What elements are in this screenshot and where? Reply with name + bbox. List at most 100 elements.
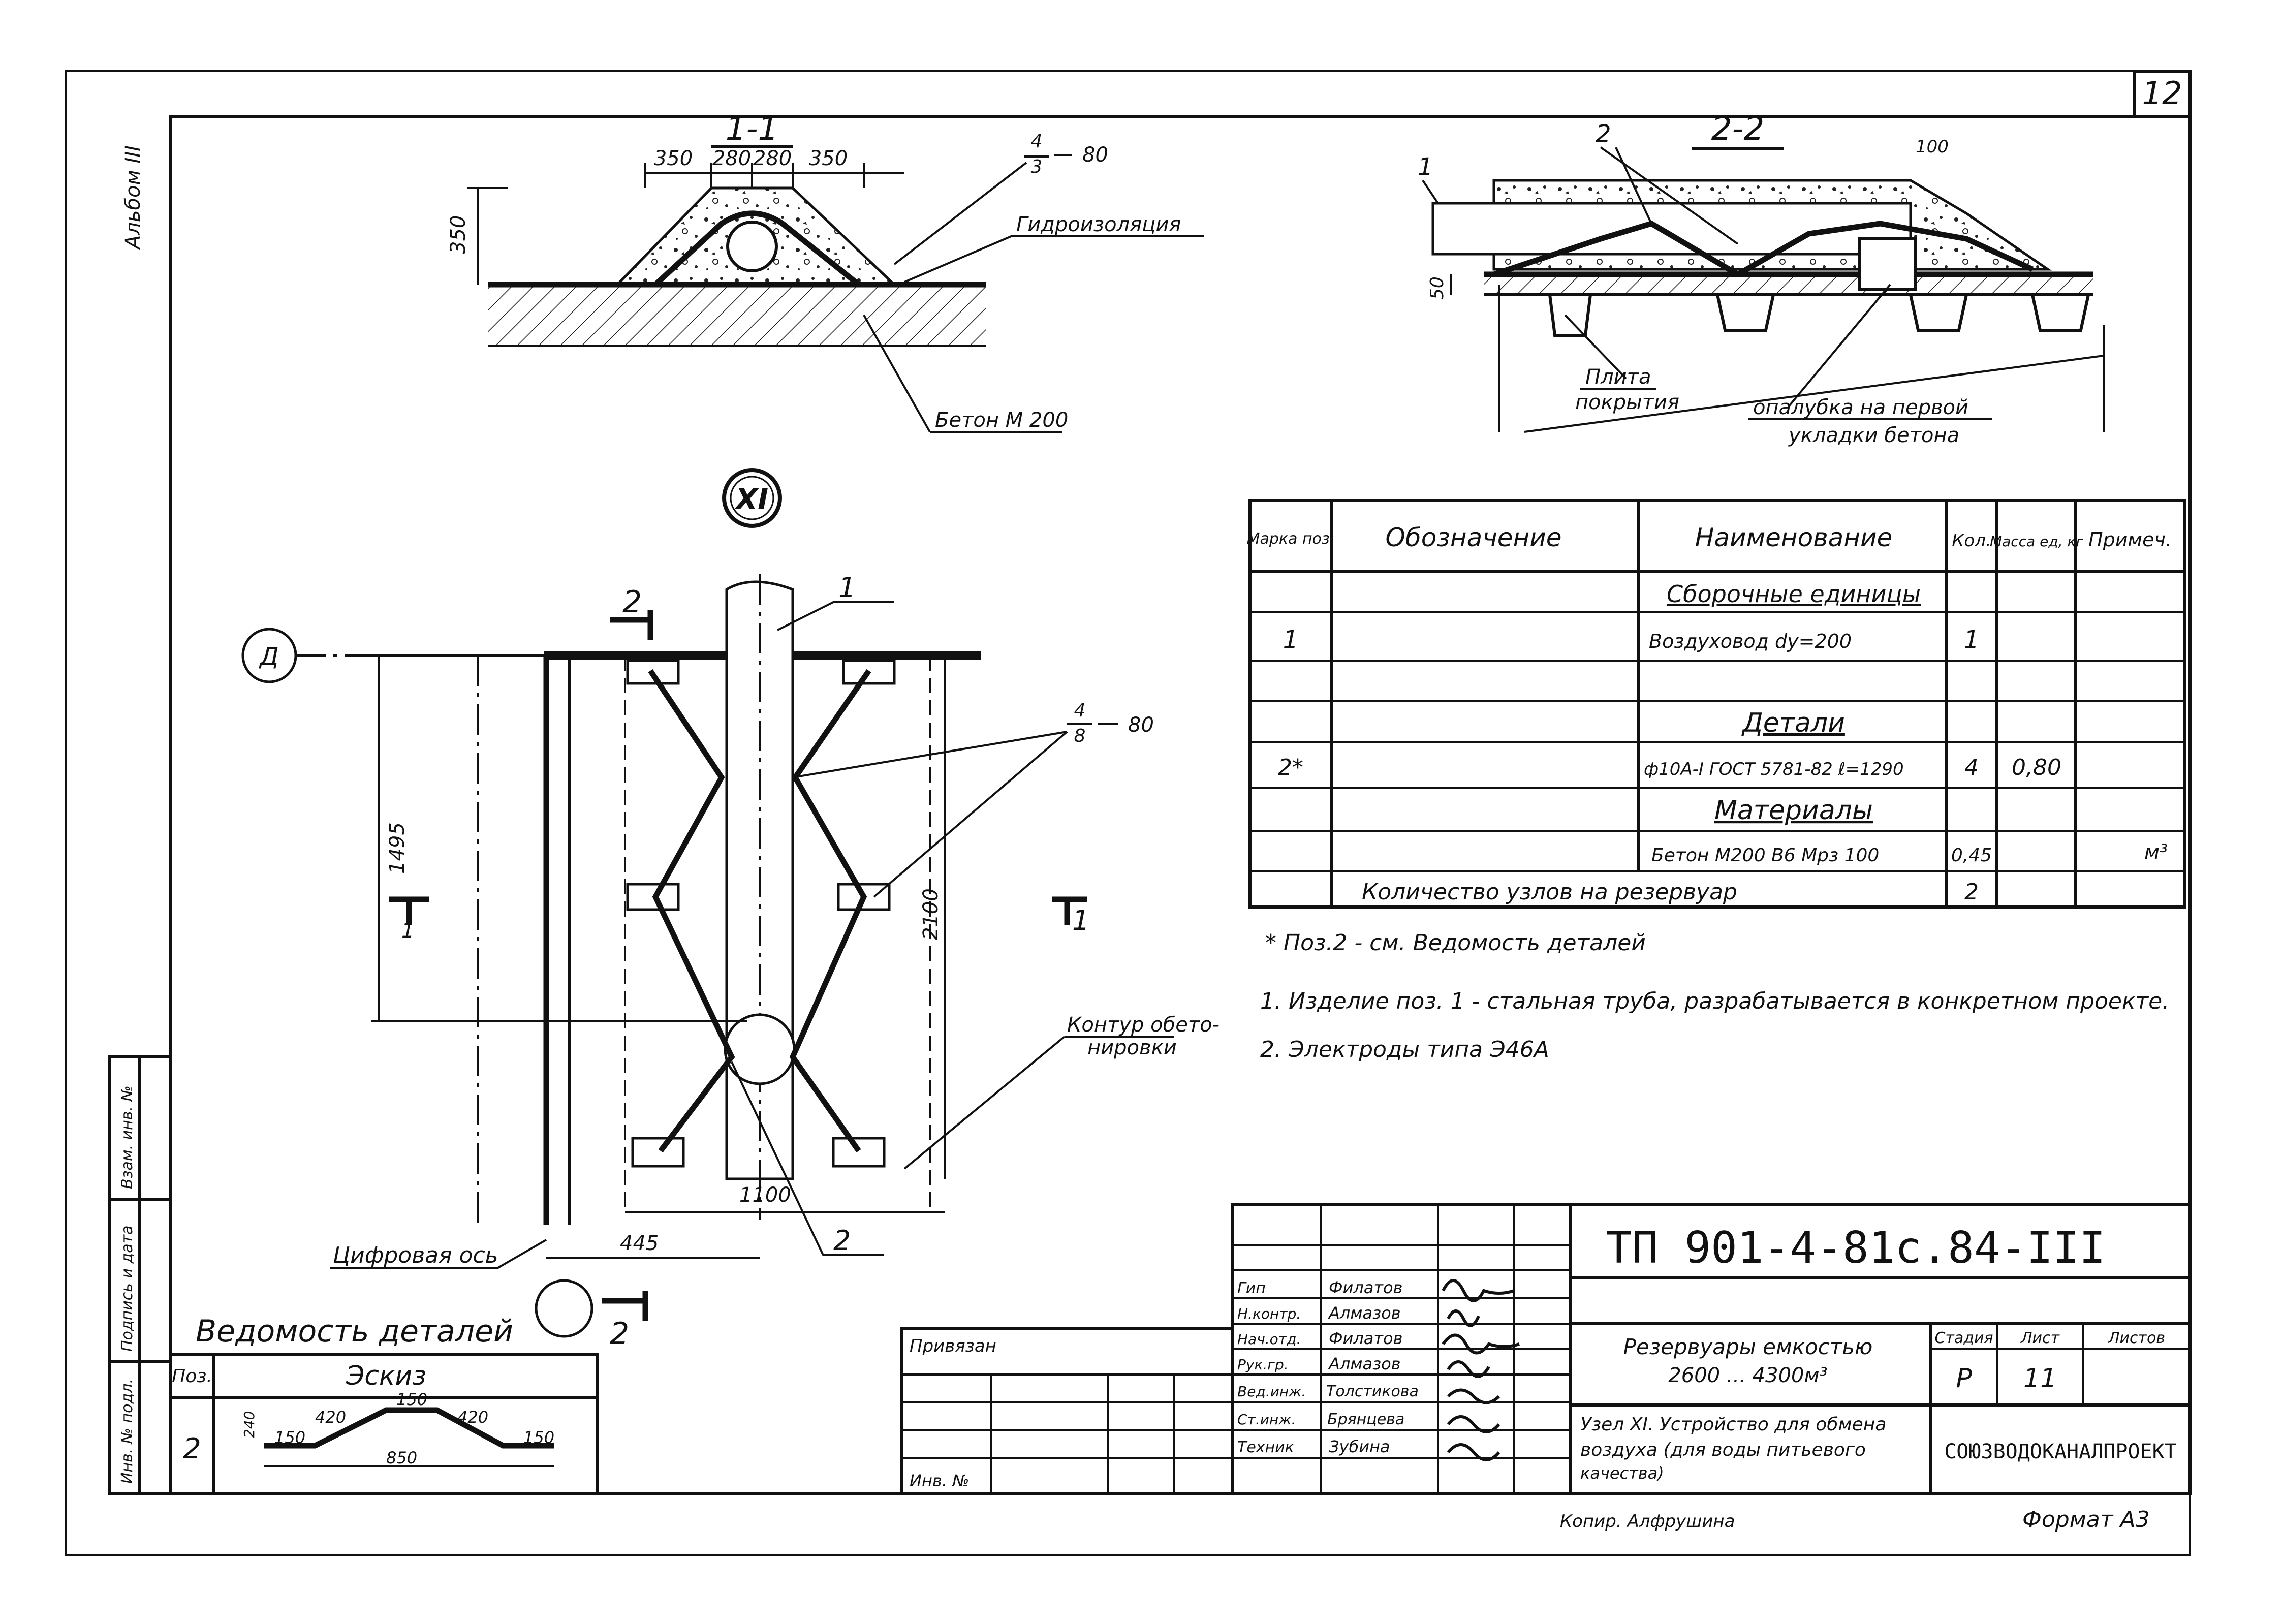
det-dim-150a: 150 <box>274 1428 305 1447</box>
dim-280-a: 280 <box>712 147 751 170</box>
dim-350-b: 350 <box>809 147 848 170</box>
name-6: Зубина <box>1329 1437 1390 1456</box>
label-contour-1: Контур обето- <box>1067 1013 1219 1037</box>
hdr-qty: Кол. <box>1952 530 1991 551</box>
plan-node-xi: XI Д 2 2 1 <box>241 468 1219 1352</box>
stamp-code: ТП 901-4-81с.84-III <box>1606 1223 2106 1273</box>
cut-2-top: 2 <box>622 584 642 620</box>
plan-weld-len: 80 <box>1128 713 1154 737</box>
row-heading-materials: Материалы <box>1714 795 1873 826</box>
label-slab-1: Плита <box>1585 365 1651 389</box>
row1-qty: 1 <box>1964 626 1980 654</box>
title-block: Привязан Инв. № Гип Филатов Н.контр. Алм… <box>900 1203 2192 1495</box>
hdr-note: Примеч. <box>2088 528 2172 551</box>
stamp-sheets-label: Листов <box>2108 1329 2165 1347</box>
weld-num-1: 4 <box>1031 131 1043 152</box>
plan-weld-num: 4 <box>1074 700 1086 721</box>
stamp-privyazan: Привязан <box>910 1336 996 1356</box>
label-slab-2: покрытия <box>1575 391 1679 414</box>
row-heading-assembly: Сборочные единицы <box>1667 580 1921 608</box>
stamp-sheet-no: 11 <box>2023 1363 2057 1394</box>
cut-1-right: 1 <box>1072 904 1089 936</box>
det-dim-240: 240 <box>241 1411 258 1438</box>
row1-name: Воздуховод dy=200 <box>1649 630 1852 652</box>
sheet-number: 12 <box>2142 75 2182 112</box>
stamp-stage-label: Стадия <box>1934 1329 1993 1347</box>
section-2-2: 2-2 2 1 100 50 Плита покрытия оп <box>1418 110 2105 447</box>
sheet-number-box <box>2133 70 2192 118</box>
album-label: Альбом III <box>121 145 145 251</box>
role-4: Вед.инж. <box>1237 1383 1306 1400</box>
section-1-1-title: 1-1 <box>726 110 779 148</box>
det-dim-150b: 150 <box>396 1390 427 1409</box>
row6-note: м³ <box>2144 840 2168 864</box>
stamp-title-2: 2600 ... 4300м³ <box>1668 1364 1827 1387</box>
dim-100: 100 <box>1916 137 1949 157</box>
name-0: Филатов <box>1329 1278 1402 1297</box>
format-label: Формат А3 <box>2022 1507 2150 1533</box>
details-row-pos: 2 <box>183 1432 201 1465</box>
row6-name: Бетон М200 В6 Мрз 100 <box>1651 845 1879 866</box>
weld-den-1: 3 <box>1031 157 1043 177</box>
stamp-subtitle-3: качества) <box>1580 1463 1664 1483</box>
det-dim-850: 850 <box>386 1448 417 1467</box>
stamp-stage: Р <box>1956 1363 1972 1394</box>
role-3: Рук.гр. <box>1237 1356 1289 1373</box>
side-label-1: Инв. № подл. <box>118 1379 136 1484</box>
section-2-2-title: 2-2 <box>1711 110 1765 148</box>
role-6: Техник <box>1237 1439 1294 1456</box>
label-contour-2: нировки <box>1087 1036 1177 1059</box>
dim-350-a: 350 <box>654 147 693 170</box>
role-1: Н.контр. <box>1237 1305 1301 1322</box>
plan-weld-den: 8 <box>1074 726 1086 746</box>
row4-qty: 4 <box>1964 755 1979 780</box>
label-waterproofing: Гидроизоляция <box>1016 213 1181 236</box>
copied-by: Копир. Алфрушина <box>1560 1511 1735 1532</box>
name-5: Брянцева <box>1327 1411 1404 1428</box>
dim-1495: 1495 <box>386 822 409 874</box>
stamp-inv-no: Инв. № <box>910 1471 969 1490</box>
weld-len-1: 80 <box>1082 143 1108 167</box>
details-col-pos: Поз. <box>172 1366 212 1387</box>
stamp-sheet-label: Лист <box>2020 1329 2060 1347</box>
section-2-2-pos-1: 1 <box>1418 153 1433 181</box>
note-2: 2. Электроды типа Э46А <box>1260 1037 1549 1063</box>
hdr-designation: Обозначение <box>1386 523 1562 552</box>
dim-280-b: 280 <box>753 147 792 170</box>
cut-1-left: 1 <box>401 919 414 943</box>
name-4: Толстикова <box>1326 1383 1419 1400</box>
node-mark: XI <box>734 483 768 516</box>
footnote: * Поз.2 - см. Ведомость деталей <box>1265 930 1646 956</box>
label-digital-axis: Цифровая ось <box>333 1242 498 1268</box>
cut-2-bottom: 2 <box>610 1316 629 1352</box>
signatures <box>1442 1279 1520 1461</box>
role-2: Нач.отд. <box>1237 1331 1301 1348</box>
dim-445: 445 <box>620 1232 659 1255</box>
dim-1100: 1100 <box>739 1183 791 1207</box>
notes: * Поз.2 - см. Ведомость деталей 1. Издел… <box>1260 930 2169 1063</box>
summary-qty: 2 <box>1964 879 1979 905</box>
det-dim-150c: 150 <box>523 1428 554 1447</box>
section-2-2-pos-2: 2 <box>1596 120 1611 148</box>
hdr-name: Наименование <box>1695 523 1893 552</box>
dim-2100: 2100 <box>919 888 943 940</box>
stamp-subtitle-2: воздуха (для воды питьевого <box>1580 1440 1866 1460</box>
row6-qty: 0,45 <box>1951 845 1992 866</box>
details-list-title: Ведомость деталей <box>196 1314 513 1349</box>
details-col-sketch: Эскиз <box>346 1361 426 1391</box>
plan-pos-1: 1 <box>838 572 856 604</box>
note-1: 1. Изделие поз. 1 - стальная труба, разр… <box>1260 988 2169 1014</box>
label-concrete-m200: Бетон М 200 <box>935 409 1068 432</box>
stamp-title-1: Резервуары емкостью <box>1623 1334 1873 1359</box>
summary-label: Количество узлов на резервуар <box>1362 879 1737 905</box>
dim-350-height: 350 <box>447 215 470 254</box>
row-heading-details: Детали <box>1741 708 1845 738</box>
row4-mass: 0,80 <box>2012 755 2061 780</box>
role-0: Гип <box>1237 1279 1266 1297</box>
side-label-2: Подпись и дата <box>118 1226 136 1352</box>
hdr-mass: Масса ед, кг <box>1990 533 2083 550</box>
stamp-subtitle-1: Узел XI. Устройство для обмена <box>1580 1414 1886 1435</box>
stamp-organization: СОЮЗВОДОКАНАЛПРОЕКТ <box>1944 1440 2177 1463</box>
name-2: Филатов <box>1329 1329 1402 1348</box>
